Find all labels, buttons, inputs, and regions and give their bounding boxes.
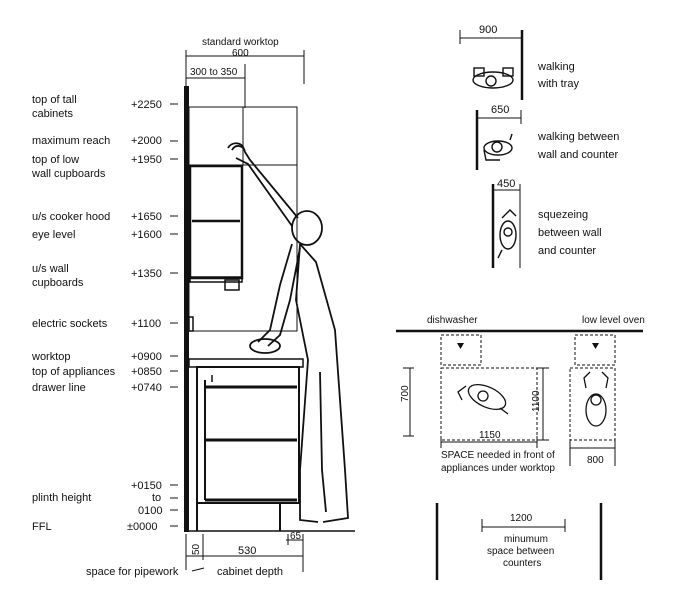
bowl xyxy=(249,338,281,354)
worktop-reach: 300 to 350 xyxy=(190,67,238,78)
counter-width: 1200 xyxy=(510,513,533,524)
lowwall-value: +1950 xyxy=(131,154,162,166)
depth-label: cabinet depth xyxy=(217,566,283,578)
ffl-value: ±0000 xyxy=(127,521,158,533)
dishwasher-space xyxy=(440,367,538,441)
squeeze-width: 450 xyxy=(497,178,515,190)
lowwall-label-2: wall cupboards xyxy=(31,168,106,180)
tall-label-1: top of tall xyxy=(32,94,77,106)
plinth-label: plinth height xyxy=(32,492,91,504)
tray-width: 900 xyxy=(479,24,497,36)
counter-caption-3: counters xyxy=(503,558,541,569)
dishwasher-label: dishwasher xyxy=(427,315,478,326)
appliance-caption-2: appliances under worktop xyxy=(441,463,555,474)
counter-caption-2: space between xyxy=(487,546,554,557)
ffl-label: FFL xyxy=(32,521,52,533)
worktop xyxy=(188,358,304,368)
dim-1150: 1150 xyxy=(479,430,501,441)
squeeze-label-1: squezeing xyxy=(538,209,588,221)
tall-value: +2250 xyxy=(131,99,162,111)
dim-800: 800 xyxy=(587,455,604,466)
counter-caption-1: minumum xyxy=(504,534,548,545)
plinth-value-2: to xyxy=(152,492,161,504)
person-figure xyxy=(227,142,349,523)
wall-label-1: walking between xyxy=(537,131,619,143)
base-cabinet xyxy=(196,366,300,504)
appliance-plan: dishwasher low level oven 700 1150 xyxy=(396,315,645,474)
worktop-value: +0900 xyxy=(131,351,162,363)
wall-label-2: wall and counter xyxy=(537,149,618,161)
dishwasher-box xyxy=(440,334,482,366)
hood-label: u/s cooker hood xyxy=(32,211,110,223)
depth-dim: 530 xyxy=(238,545,256,557)
svg-text:top of tall: top of tall xyxy=(32,94,77,106)
head xyxy=(291,210,323,246)
uswall-value: +1350 xyxy=(131,268,162,280)
kitchen-elevation: standard worktop 600 300 to 350 50 530 6… xyxy=(86,37,355,578)
sockets-label: electric sockets xyxy=(32,318,108,330)
appl-value: +0850 xyxy=(131,366,162,378)
pipe-label: space for pipework xyxy=(86,566,179,578)
oven-space xyxy=(569,367,616,441)
uswall-label-2: cupboards xyxy=(32,277,84,289)
height-ticks xyxy=(170,103,178,527)
wall-width: 650 xyxy=(491,104,509,116)
reach-value: +2000 xyxy=(131,135,162,147)
svg-text:cabinets: cabinets xyxy=(32,108,73,120)
hood-handle xyxy=(224,279,240,291)
appl-label: top of appliances xyxy=(32,366,116,378)
height-labels: top of tall cabinets +2250 maximum reach… xyxy=(31,94,162,533)
counter-spacing: 1200 minumum space between counters xyxy=(435,503,603,580)
oven-box xyxy=(574,334,616,366)
tray-label-1: walking xyxy=(537,61,575,73)
dim-1100: 1100 xyxy=(531,390,542,412)
person-tray-icon xyxy=(472,67,514,89)
pipe-dim: 50 xyxy=(191,543,202,555)
person-squeeze-icon xyxy=(497,209,517,259)
lowwall-label-1: top of low xyxy=(32,154,79,166)
oven-label: low level oven xyxy=(582,315,645,326)
eye-value: +1600 xyxy=(131,229,162,241)
wall xyxy=(184,86,189,532)
plinth-value-1: +0150 xyxy=(131,480,162,492)
sockets-value: +1100 xyxy=(131,318,161,330)
walking-clearances: 900 walking with tray 650 walking betwee… xyxy=(459,24,619,268)
eye-label: eye level xyxy=(32,229,75,241)
tray-label-2: with tray xyxy=(537,78,579,90)
drawer-value: +0740 xyxy=(131,382,162,394)
worktop-width: 600 xyxy=(232,48,249,59)
person-bend-icon xyxy=(457,383,509,415)
plinth-value-3: 0100 xyxy=(138,505,162,517)
worktop-title: standard worktop xyxy=(202,37,279,48)
wall-cupboard xyxy=(188,164,244,280)
hood-value: +1650 xyxy=(131,211,162,223)
person-wall-icon xyxy=(483,133,513,161)
toe-dim: 65 xyxy=(290,531,302,542)
person-oven-icon xyxy=(583,371,609,427)
squeeze-label-3: and counter xyxy=(538,245,596,257)
dim-700: 700 xyxy=(400,385,411,402)
uswall-label-1: u/s wall xyxy=(32,263,69,275)
worktop-label: worktop xyxy=(31,351,71,363)
squeeze-label-2: between wall xyxy=(538,227,602,239)
tall-label-2: cabinets xyxy=(32,108,73,120)
drawer-label: drawer line xyxy=(32,382,86,394)
appliance-caption-1: SPACE needed in front of xyxy=(441,450,555,461)
reach-label: maximum reach xyxy=(32,135,110,147)
socket xyxy=(188,316,194,332)
